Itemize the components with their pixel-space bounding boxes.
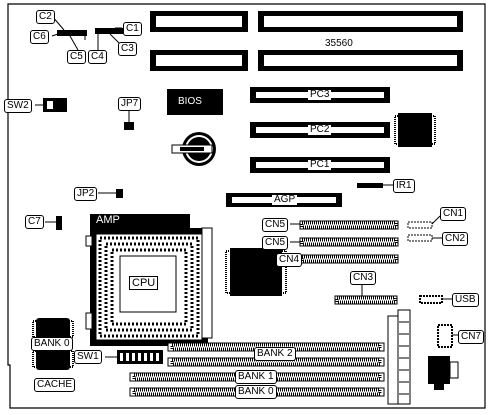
c1-label: C1 <box>123 22 142 36</box>
pc3-label: PC3 <box>308 89 332 100</box>
usb-label: USB <box>452 293 479 307</box>
ir1-header <box>357 183 383 188</box>
chipset <box>394 113 436 147</box>
cn5a-label: CN5 <box>262 218 289 232</box>
bank0-label: BANK 0 <box>235 385 277 399</box>
c7-jumper <box>50 216 62 230</box>
sw2-switch <box>43 98 67 112</box>
battery <box>171 132 216 166</box>
isa-slots <box>150 11 463 71</box>
pc2-label: PC2 <box>308 124 332 135</box>
cpu-label: CPU <box>129 276 159 290</box>
cn7-header <box>437 324 453 348</box>
cpu-socket <box>85 214 213 346</box>
usb-header <box>419 295 443 304</box>
cache-label: CACHE <box>34 378 76 392</box>
amp-label: AMP <box>93 214 123 226</box>
cache-chips <box>32 318 74 370</box>
power-connector <box>387 309 411 405</box>
c7-label: C7 <box>25 215 44 229</box>
c2-label: C2 <box>36 10 55 24</box>
c6-label: C6 <box>30 30 49 44</box>
cn7-label: CN7 <box>458 330 485 344</box>
sw2-label: SW2 <box>4 99 32 113</box>
cn1-label: CN1 <box>440 207 467 221</box>
ir1-label: IR1 <box>393 179 415 193</box>
bank0-left-label: BANK 0 <box>31 337 73 351</box>
pc1-label: PC1 <box>308 159 332 170</box>
bios-label: BIOS <box>175 96 205 108</box>
sw1-label: SW1 <box>74 350 102 364</box>
cn3-label: CN3 <box>350 271 377 285</box>
jp7-label: JP7 <box>118 97 142 111</box>
keyboard-connector <box>428 356 459 390</box>
part-number-label: 35560 <box>325 38 353 49</box>
north-bridge <box>225 248 287 296</box>
c4-label: C4 <box>88 50 107 64</box>
ide-headers <box>299 220 399 305</box>
agp-label: AGP <box>272 194 298 205</box>
leader-lines <box>35 15 458 358</box>
bank1-label: BANK 1 <box>235 370 277 384</box>
jp2-label: JP2 <box>74 187 98 201</box>
jp2-jumper <box>116 189 123 198</box>
cn2-label: CN2 <box>442 232 469 246</box>
c3-label: C3 <box>118 42 137 56</box>
bank2-label: BANK 2 <box>254 347 296 361</box>
jp7-jumper <box>124 111 134 130</box>
sw1-dip-switch <box>117 350 163 364</box>
cn5b-label: CN5 <box>262 236 289 250</box>
cn4-label: CN4 <box>276 253 303 267</box>
c5-label: C5 <box>67 50 86 64</box>
